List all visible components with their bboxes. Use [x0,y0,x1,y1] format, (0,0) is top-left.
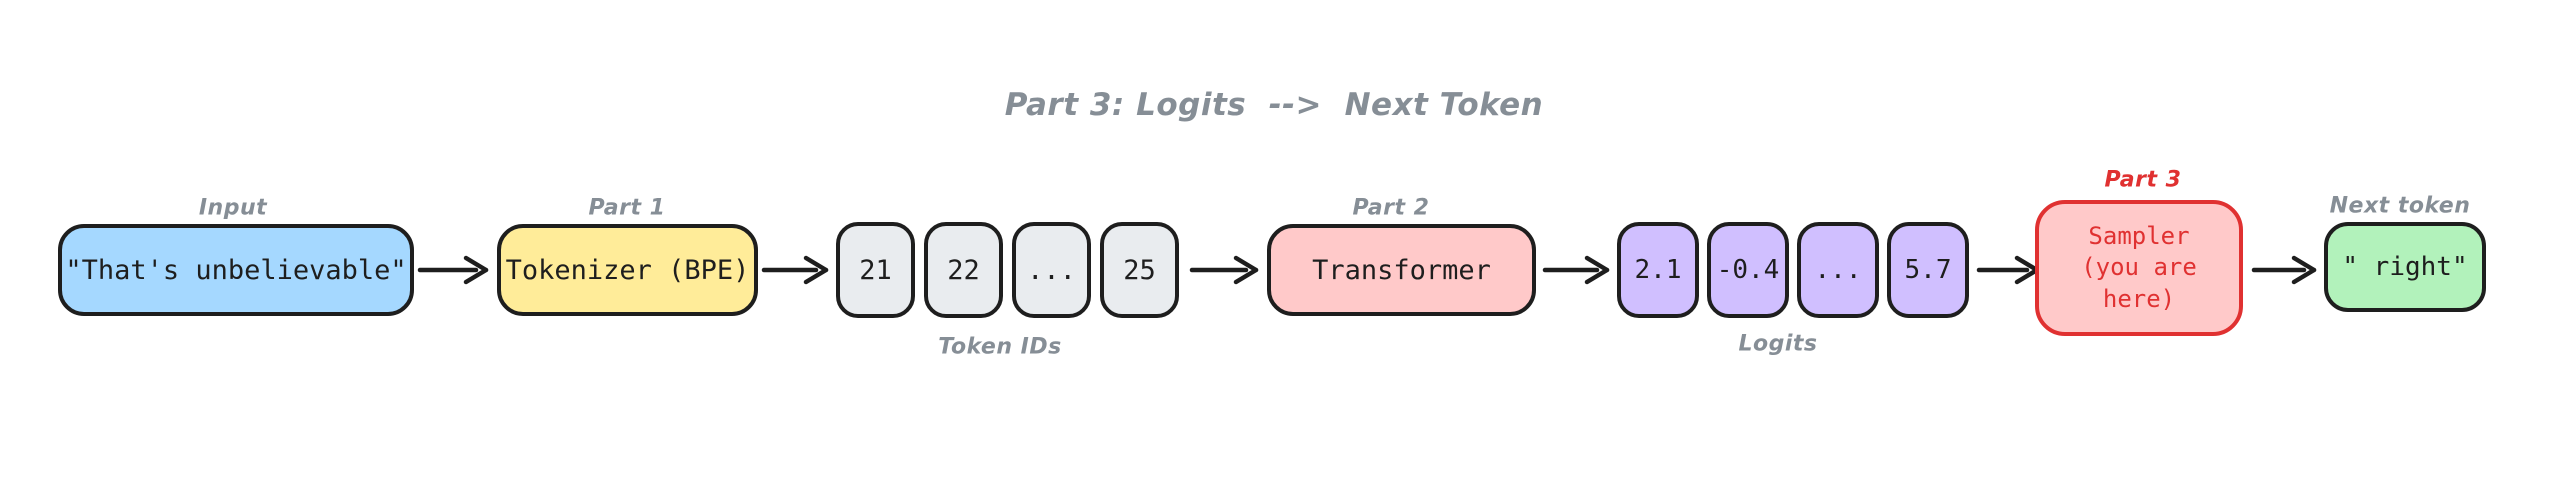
token-ids-label: Token IDs [938,334,1062,360]
logit-box: -0.4 [1707,222,1789,318]
input-node: "That's unbelievable" [58,224,414,316]
input-label: Input [198,195,268,221]
flow-arrow [417,255,489,285]
flow-arrow [761,255,829,285]
tokenizer-node: Tokenizer (BPE) [497,224,758,316]
logit-box: 2.1 [1617,222,1699,318]
next-token-label: Next token [2329,193,2471,219]
token-id-box: ... [1012,222,1091,318]
token-id-box: 25 [1100,222,1179,318]
part3-label: Part 3 [2104,167,2182,193]
part2-label: Part 2 [1352,195,1430,221]
sampler-node: Sampler (you are here) [2035,200,2243,336]
flow-arrow [1189,255,1259,285]
next-token-node: " right" [2324,222,2486,312]
part1-label: Part 1 [588,195,666,221]
flow-arrow [2251,255,2317,285]
flow-arrow [1976,255,2040,285]
flow-arrow [1542,255,1610,285]
logits-label: Logits [1738,331,1818,357]
diagram-title: Part 3: Logits --> Next Token [1004,87,1544,123]
logit-box: ... [1797,222,1879,318]
logit-box: 5.7 [1887,222,1969,318]
transformer-node: Transformer [1267,224,1536,316]
token-id-box: 22 [924,222,1003,318]
token-id-box: 21 [836,222,915,318]
